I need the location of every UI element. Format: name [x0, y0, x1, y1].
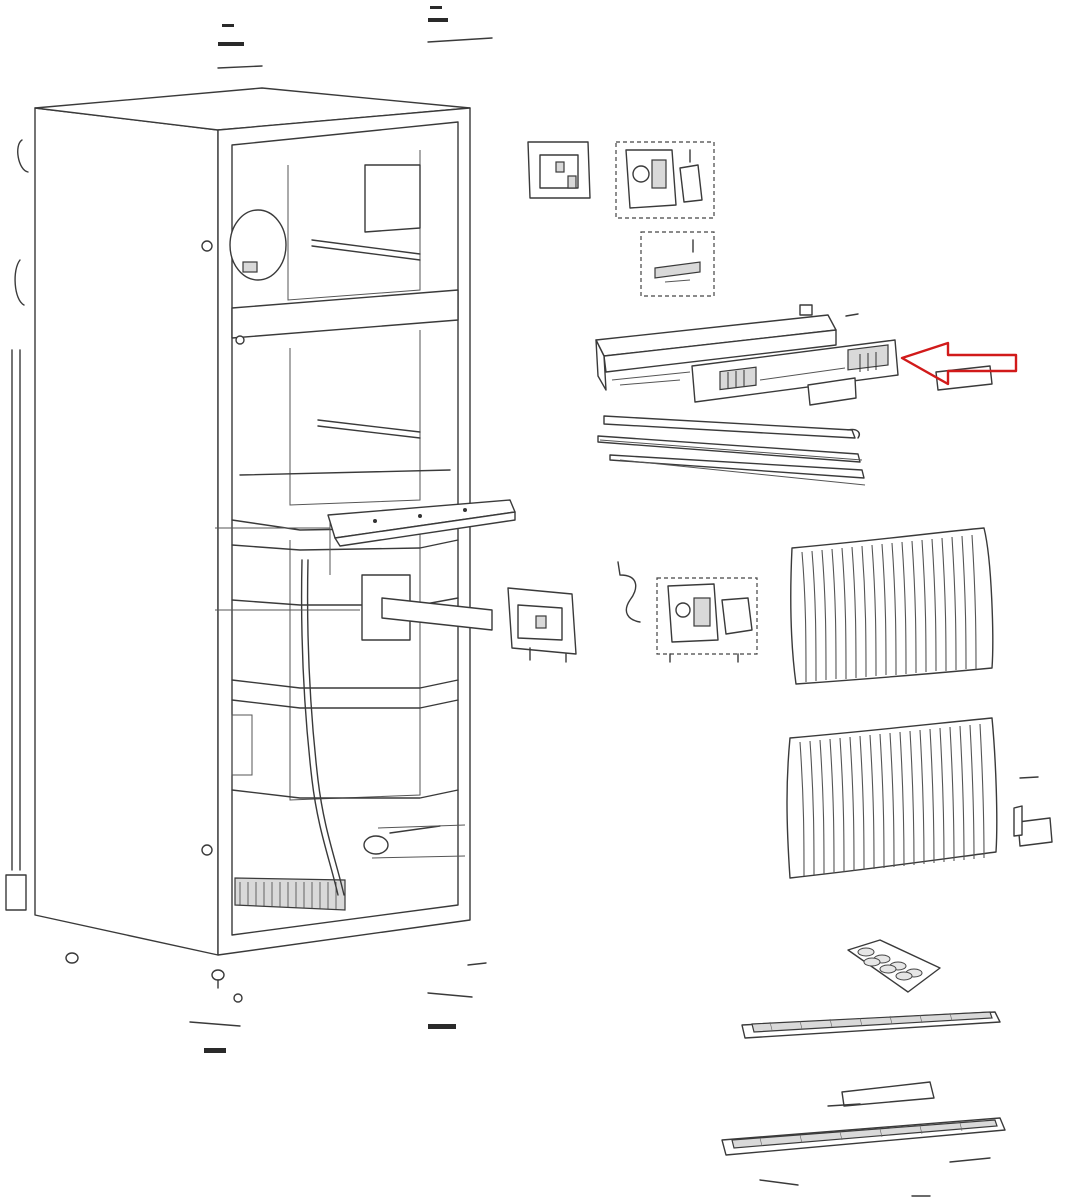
ice-tray: [847, 939, 941, 993]
leveling-feet: [65, 952, 487, 1053]
top-screw-left: [217, 24, 263, 69]
hinge-assembly-middle: [656, 577, 758, 663]
shelf-trim: [827, 1081, 935, 1107]
freezer-thermostat-cover: [527, 141, 591, 199]
crisper-cover-bracket: [361, 574, 493, 641]
control-board-highlighted: [691, 339, 993, 406]
small-bracket: [640, 231, 715, 297]
top-screw-right: [427, 6, 493, 43]
shelf-bracket: [327, 499, 516, 547]
drain-bracket: [507, 587, 577, 663]
red-highlight-arrow: [900, 341, 1018, 386]
humidity-slider: [617, 561, 641, 623]
shelf-rails: [597, 415, 866, 486]
door-stop-bracket: [1013, 776, 1053, 847]
glass-shelf-upper: [741, 1011, 1001, 1039]
door-lower-panel: [786, 717, 998, 879]
glass-shelf-lower: [721, 1117, 1006, 1197]
control-panel-housing: [595, 304, 859, 391]
door-upper-panel: [790, 527, 994, 685]
hinge-assembly-top: [615, 141, 715, 219]
